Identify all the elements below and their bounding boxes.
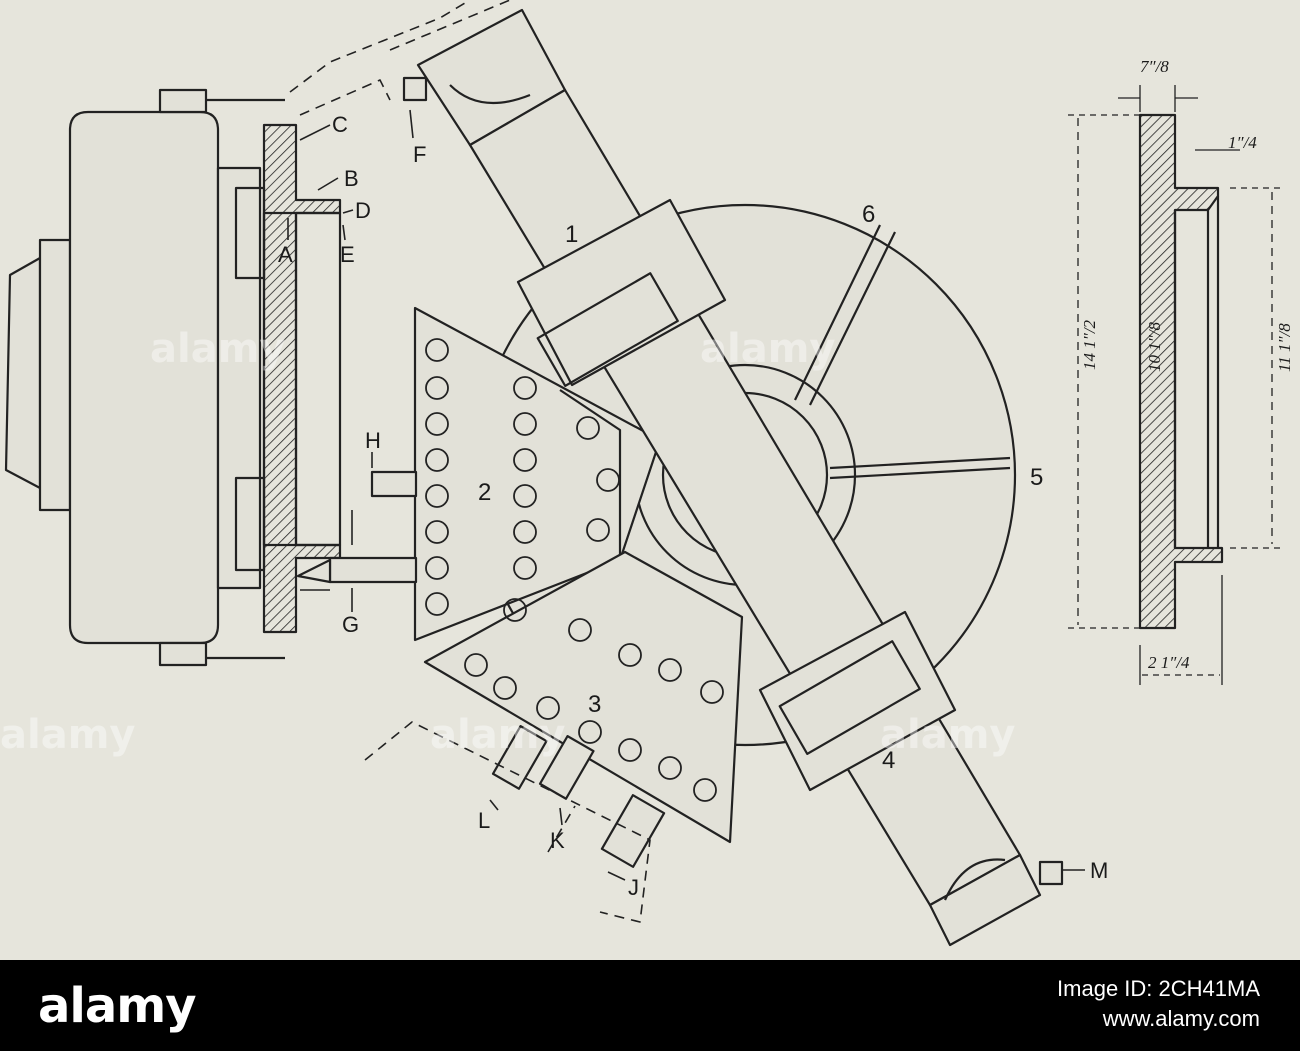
dimension-labels: 7″/8 1″/4 14 1″/2 10 1″/8 11 1″/8 2 1″/4 xyxy=(1080,57,1294,672)
dim-bore-diameter: 10 1″/8 xyxy=(1145,321,1164,372)
label-F: F xyxy=(413,142,426,167)
label-D: D xyxy=(355,198,371,223)
watermark-text: alamy xyxy=(430,712,565,758)
station-1: 1 xyxy=(565,221,578,248)
station-2: 2 xyxy=(478,479,491,506)
label-G: G xyxy=(342,612,359,637)
station-5: 5 xyxy=(1030,464,1043,491)
alamy-logo[interactable]: alamy xyxy=(38,978,197,1034)
turret-tool-dashed xyxy=(289,0,511,116)
dim-overall-length: 2 1″/4 xyxy=(1148,653,1190,672)
watermark-text: alamy xyxy=(150,326,285,372)
dim-hub-diameter: 11 1″/8 xyxy=(1275,323,1294,372)
station-6: 6 xyxy=(862,201,875,228)
label-E: E xyxy=(340,242,355,267)
leader-lines xyxy=(287,109,1085,881)
watermark-overlay: alamy alamy alamy alamy alamy xyxy=(0,326,1015,758)
ring-dimension-lines xyxy=(1068,85,1282,685)
label-J: J xyxy=(628,875,639,900)
label-H: H xyxy=(365,428,381,453)
label-K: K xyxy=(550,828,565,853)
bolt-heads xyxy=(425,338,724,802)
station-3: 3 xyxy=(588,691,601,718)
tool-block-3 xyxy=(423,550,744,844)
workpiece-section xyxy=(262,123,342,634)
image-id: Image ID: 2CH41MA xyxy=(1057,976,1260,1001)
watermark-text: alamy xyxy=(880,712,1015,758)
technical-drawing: alamy alamy alamy alamy alamy C B D E A … xyxy=(0,0,1300,960)
part-labels: C B D E A F H G L K J M xyxy=(278,112,1108,900)
dim-step-height: 1″/4 xyxy=(1228,133,1257,152)
station-numbers: 1 2 3 4 5 6 xyxy=(478,201,1043,774)
watermark-text: alamy xyxy=(700,326,835,372)
dim-flange-thickness: 7″/8 xyxy=(1140,57,1169,76)
label-M: M xyxy=(1090,858,1108,883)
label-C: C xyxy=(332,112,348,137)
dim-overall-diameter: 14 1″/2 xyxy=(1080,319,1099,370)
station-4: 4 xyxy=(882,747,895,774)
watermark-text: alamy xyxy=(0,712,135,758)
label-A: A xyxy=(278,242,293,267)
stock-url[interactable]: www.alamy.com xyxy=(1102,1006,1260,1031)
label-L: L xyxy=(478,808,490,833)
ring-section xyxy=(1138,113,1224,630)
label-B: B xyxy=(344,166,359,191)
lower-tool-dashed xyxy=(364,721,651,923)
lathe-chuck xyxy=(4,88,285,667)
cutter-bar xyxy=(416,8,1042,947)
drawing-svg: alamy alamy alamy alamy alamy C B D E A … xyxy=(0,0,1294,947)
stock-footer: alamy Image ID: 2CH41MA www.alamy.com xyxy=(0,960,1300,1051)
